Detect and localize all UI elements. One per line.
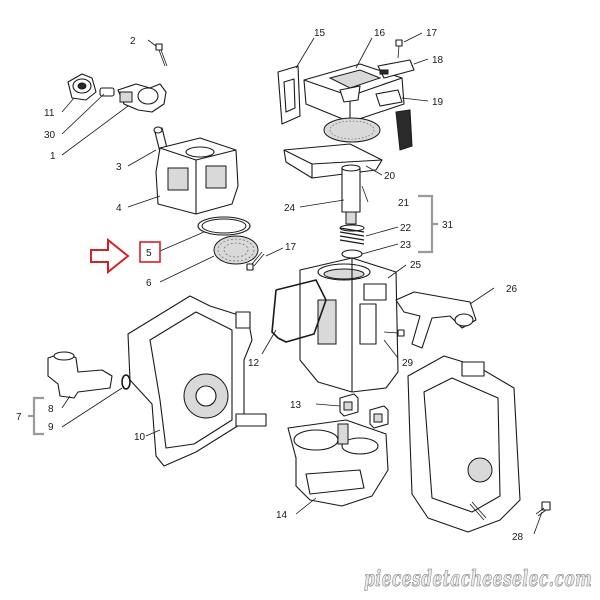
part-26-lever-arm [395, 291, 477, 349]
callout-22: 22 [400, 223, 412, 234]
callout-20: 20 [384, 171, 396, 182]
highlight-arrow [90, 237, 130, 275]
part-20-tray [283, 143, 383, 179]
callout-labels: 2 11 30 1 3 4 5 6 17 15 16 17 18 19 20 2… [16, 28, 524, 543]
callout-6: 6 [146, 278, 152, 289]
part-14-carriage [287, 419, 389, 507]
callout-3: 3 [116, 162, 122, 173]
callout-8: 8 [48, 404, 54, 415]
callout-28: 28 [512, 532, 524, 543]
watermark-text: piecesdetacheeselec.com [364, 566, 592, 592]
highlight-box-part-5 [139, 241, 161, 263]
part-28-screw [535, 501, 551, 517]
callout-18: 18 [432, 55, 444, 66]
part-29-screw [383, 329, 405, 337]
callout-9: 9 [48, 422, 54, 433]
part-10-left-frame [127, 295, 267, 467]
part-right-frame [407, 355, 521, 533]
callout-11: 11 [44, 108, 55, 119]
part-screw-small [469, 501, 487, 521]
part-15-side-bracket [277, 65, 301, 125]
bracket-31 [418, 194, 438, 254]
callout-26: 26 [506, 284, 518, 295]
part-1-valve-body [117, 83, 167, 113]
callout-24: 24 [284, 203, 296, 214]
callout-13: 13 [290, 400, 302, 411]
part-12-wire-clip [271, 279, 327, 343]
callout-15: 15 [314, 28, 326, 39]
part-11-valve-knob [67, 73, 97, 101]
callout-17-upper: 17 [426, 28, 438, 39]
callout-16: 16 [374, 28, 386, 39]
callout-23: 23 [400, 240, 412, 251]
callout-17-lower: 17 [285, 242, 297, 253]
part-17-screw-upper [395, 39, 403, 59]
part-30-pin [99, 87, 115, 97]
part-sieve-disc [323, 117, 381, 143]
part-9-o-ring [121, 374, 131, 390]
part-22-spring [339, 224, 365, 245]
callout-14: 14 [276, 510, 288, 521]
part-6-filter-mesh [213, 235, 259, 265]
part-8-valve [47, 351, 113, 399]
callout-5: 5 [146, 248, 152, 259]
leader-lines [61, 32, 543, 535]
part-21-piston [341, 164, 361, 225]
callout-10: 10 [134, 432, 146, 443]
callout-2: 2 [130, 36, 136, 47]
part-13-blocks [339, 393, 389, 429]
callout-31: 31 [442, 220, 454, 231]
callout-29: 29 [402, 358, 414, 369]
callout-1: 1 [50, 151, 56, 162]
part-19-spring-lever [375, 89, 413, 151]
callout-4: 4 [116, 203, 122, 214]
part-2-screw [155, 43, 168, 67]
part-17-screw-lower [246, 251, 265, 271]
callout-30: 30 [44, 130, 56, 141]
part-5-o-ring [197, 216, 251, 236]
callout-7: 7 [16, 412, 22, 423]
bracket-7 [28, 396, 44, 436]
part-16-infusion-top [303, 63, 405, 123]
part-18-lever [377, 59, 415, 79]
part-25-brew-unit-body [299, 257, 399, 393]
part-4-dispenser-block [155, 137, 239, 215]
callout-19: 19 [432, 97, 444, 108]
callout-12: 12 [248, 358, 260, 369]
callout-21: 21 [398, 198, 410, 209]
part-23-seal [341, 249, 363, 259]
callout-25: 25 [410, 260, 422, 271]
